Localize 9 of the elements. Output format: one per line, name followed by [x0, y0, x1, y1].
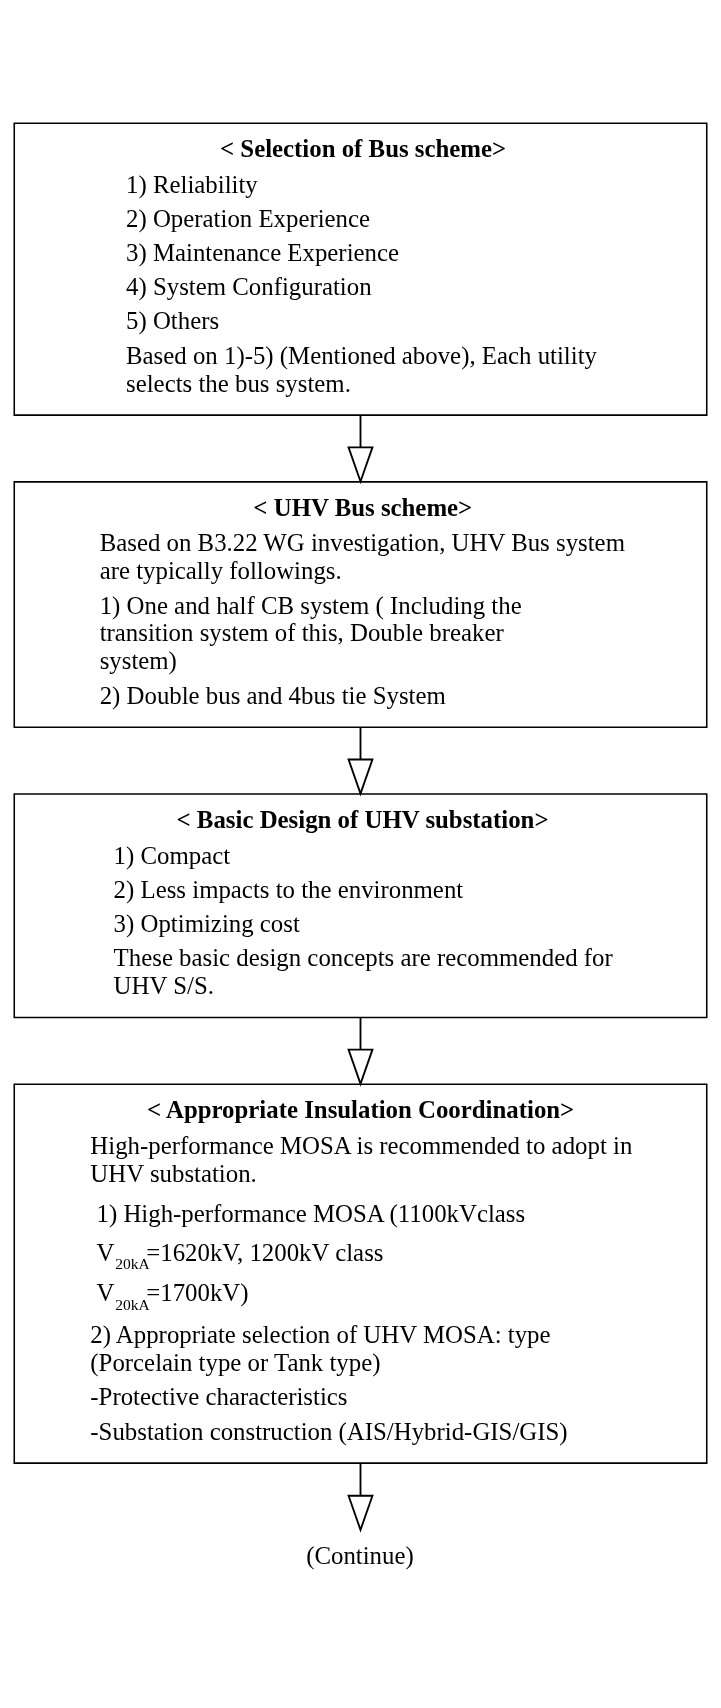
arrow	[347, 725, 374, 796]
arrow	[347, 1462, 374, 1533]
arrow	[347, 414, 374, 484]
node-box: < Selection of Bus scheme> 1) Reliability 2) Operation Experience 3) Maintenance Experience 4) System Configuration 5) Others Based on 1)-5) (Mentioned above), Each utility selects the bus system.	[13, 121, 708, 416]
arrow	[347, 1016, 374, 1087]
node-text: (Continue)	[306, 1541, 414, 1569]
node-box: < Basic Design of UHV substation> 1) Compact 2) Less impacts to the environment 3) Optimizing cost These basic design concepts are recommended for UHV S/S.	[13, 792, 708, 1018]
node-box: < UHV Bus scheme> Based on B3.22 WG investigation, UHV Bus system are typically followings. 1) One and half CB system ( Including the transition system of this, Double breaker system) 2) Double bus and 4bus tie System	[13, 480, 708, 728]
node-box: < Appropriate Insulation Coordination> High-performance MOSA is recommended to adopt in UHV substation. 1) High-performance MOSA (1100kVclass V$_{20kA}$=1620kV, 1200kV class V$_{20kA}$=1700kV) 2) Appropriate selection of UHV MOSA: type (Porcelain type or Tank type) -Protective characteristics -Substation construction (AIS/Hybrid-GIS/GIS)	[13, 1083, 708, 1464]
